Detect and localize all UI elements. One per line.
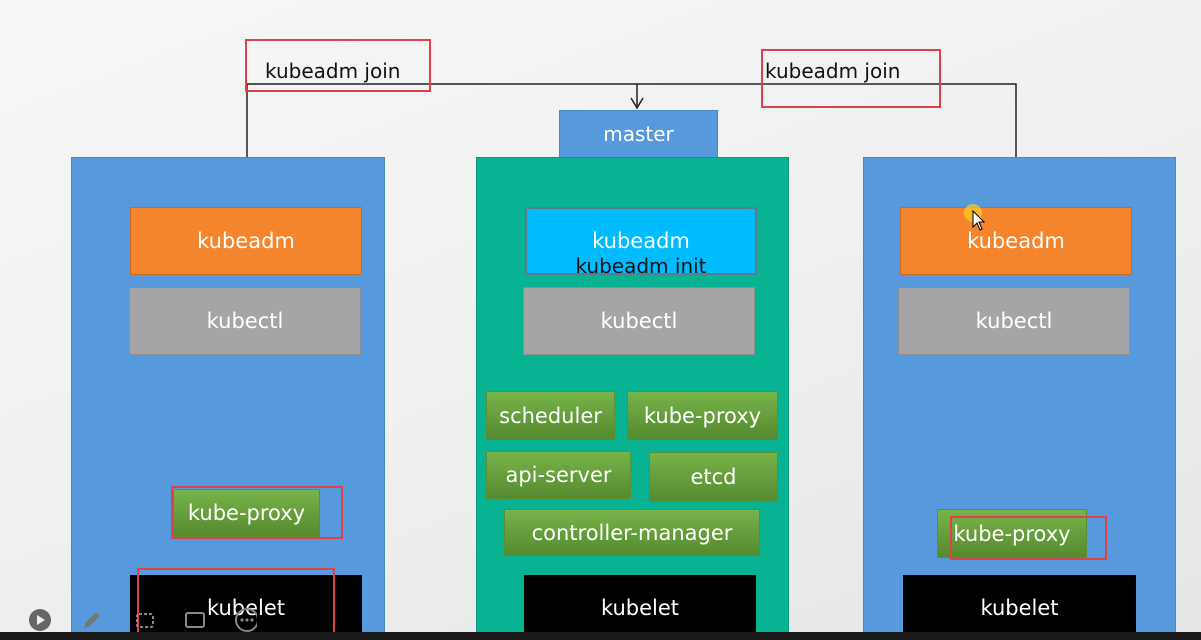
left-kubeadm-box: kubeadm [130, 207, 362, 275]
master-label-box: master [559, 110, 718, 158]
api-server-box: api-server [486, 451, 631, 499]
right-kubectl-box: kubectl [898, 287, 1130, 355]
screenshot-icon[interactable] [133, 608, 157, 632]
master-kube-proxy-box: kube-proxy [627, 391, 778, 440]
more-icon[interactable] [233, 608, 257, 632]
left-kube-proxy-box: kube-proxy [173, 489, 320, 537]
master-kubeadm-init-label: kubeadm init [575, 254, 707, 278]
master-kubectl-box: kubectl [523, 287, 755, 355]
master-kubeadm-label: kubeadm [592, 229, 690, 253]
master-kubelet-box: kubelet [524, 575, 756, 640]
window-icon[interactable] [183, 608, 207, 632]
join-arrow-head [630, 97, 644, 110]
mouse-pointer-icon [964, 204, 986, 231]
bottom-edge-bar [0, 632, 1201, 640]
left-kubectl-box: kubectl [129, 287, 361, 355]
play-icon[interactable] [28, 608, 52, 632]
etcd-box: etcd [649, 452, 778, 502]
right-kubelet-box: kubelet [903, 575, 1136, 640]
controller-manager-box: controller-manager [504, 509, 760, 556]
scheduler-box: scheduler [486, 391, 615, 440]
right-kube-proxy-highlight [950, 516, 1107, 560]
right-kubeadm-box: kubeadm [900, 207, 1132, 275]
left-join-highlight [245, 39, 431, 92]
left-kubelet-box: kubelet [130, 575, 362, 640]
right-join-label: kubeadm join [765, 59, 901, 83]
left-kube-proxy-highlight [171, 486, 343, 539]
right-join-highlight [761, 49, 941, 108]
left-join-label: kubeadm join [265, 59, 401, 83]
master-kubeadm-box [525, 207, 757, 275]
pen-icon[interactable] [80, 608, 104, 632]
